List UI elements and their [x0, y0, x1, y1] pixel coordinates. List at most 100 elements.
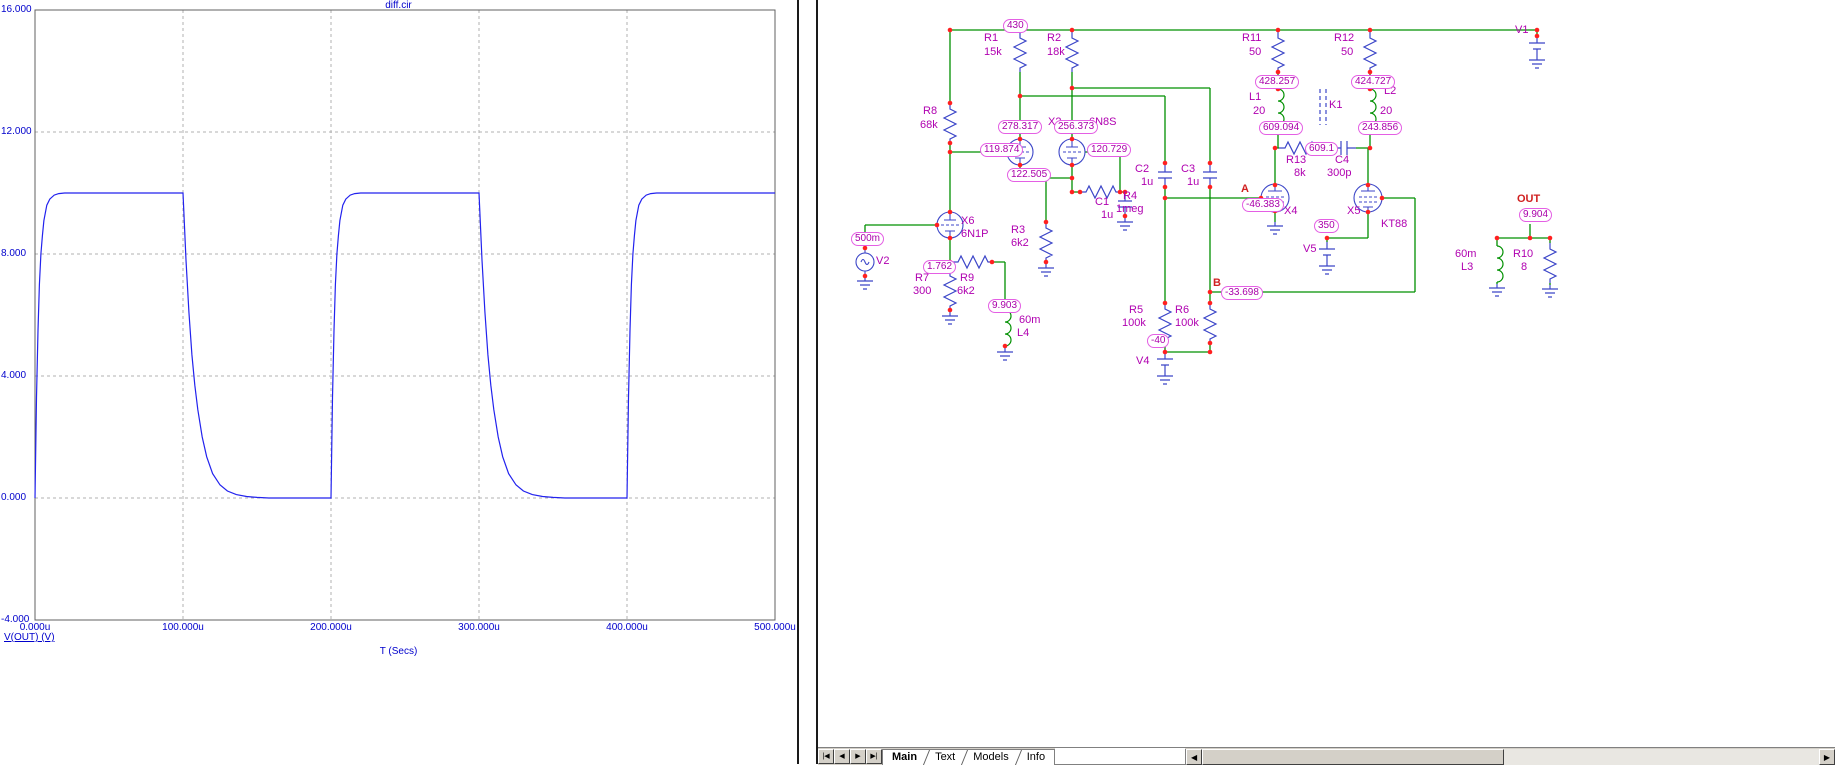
- junction-dot: [1367, 27, 1373, 33]
- ground-symbol[interactable]: [1541, 284, 1559, 298]
- resistor-symbol[interactable]: [1065, 31, 1079, 73]
- x-tick-label: 300.000u: [458, 622, 500, 633]
- ground-symbol[interactable]: [941, 311, 959, 325]
- junction-dot: [1077, 189, 1083, 195]
- resistor-symbol[interactable]: [1039, 221, 1053, 263]
- resistor-symbol[interactable]: [1363, 31, 1377, 73]
- power-tube-symbol[interactable]: [1260, 183, 1290, 213]
- chart-title: diff.cir: [385, 0, 412, 11]
- junction-dot: [1004, 149, 1010, 155]
- junction-dot: [1162, 340, 1168, 346]
- junction-dot: [1162, 300, 1168, 306]
- junction-dot: [1367, 145, 1373, 151]
- junction-dot: [1534, 27, 1540, 33]
- junction-dot: [947, 140, 953, 146]
- junction-dot: [1017, 27, 1023, 33]
- junction-dot: [1316, 145, 1322, 151]
- page-nav-button-3[interactable]: ▶|: [866, 749, 882, 764]
- resistor-symbol[interactable]: [951, 255, 993, 269]
- capacitor-symbol[interactable]: [1157, 162, 1173, 188]
- triode-tube-symbol[interactable]: [1058, 138, 1086, 166]
- junction-dot: [947, 100, 953, 106]
- page-nav-buttons: |◀◀▶▶|: [818, 748, 882, 765]
- junction-dot: [1002, 343, 1008, 349]
- triode-tube-symbol[interactable]: [936, 211, 964, 239]
- transformer-core[interactable]: [1319, 88, 1327, 126]
- inductor-symbol[interactable]: [1369, 88, 1377, 126]
- ground-symbol[interactable]: [1488, 283, 1506, 297]
- ground-symbol[interactable]: [996, 347, 1014, 361]
- scrollbar-track[interactable]: [1504, 749, 1819, 765]
- inductor-symbol[interactable]: [1496, 245, 1504, 283]
- ac-source-symbol[interactable]: [855, 247, 875, 277]
- junction-dot: [1367, 86, 1373, 92]
- capacitor-symbol[interactable]: [1331, 140, 1357, 156]
- triode-tube-symbol[interactable]: [1006, 138, 1034, 166]
- scrollbar-thumb[interactable]: [1202, 749, 1505, 765]
- resistor-symbol[interactable]: [943, 102, 957, 144]
- junction-dot: [1494, 235, 1500, 241]
- power-tube-symbol[interactable]: [1353, 183, 1383, 213]
- tab-models[interactable]: Models: [964, 750, 1017, 765]
- inductor-symbol[interactable]: [1277, 88, 1285, 126]
- ground-symbol[interactable]: [1037, 263, 1055, 277]
- junction-dot: [862, 273, 868, 279]
- schematic-canvas[interactable]: [818, 0, 1835, 747]
- x-tick-label: 500.000u: [754, 622, 796, 633]
- tab-info[interactable]: Info: [1018, 750, 1054, 765]
- junction-dot: [1043, 175, 1049, 181]
- ground-symbol[interactable]: [1116, 217, 1134, 231]
- resistor-symbol[interactable]: [1158, 302, 1172, 344]
- page-nav-button-2[interactable]: ▶: [850, 749, 866, 764]
- battery-source-symbol[interactable]: [1318, 241, 1336, 263]
- junction-dot: [947, 149, 953, 155]
- ground-symbol[interactable]: [1318, 261, 1336, 275]
- ground-symbol[interactable]: [1528, 55, 1546, 69]
- ground-symbol[interactable]: [856, 276, 874, 290]
- junction-dot: [1043, 219, 1049, 225]
- junction-dot: [1207, 340, 1213, 346]
- resistor-symbol[interactable]: [1278, 141, 1320, 155]
- junction-dot: [1258, 195, 1264, 201]
- pane-splitter[interactable]: [797, 0, 818, 764]
- y-tick-label: -4.000: [1, 614, 30, 625]
- junction-dot: [1324, 235, 1330, 241]
- scroll-left-button[interactable]: ◀: [1186, 749, 1203, 765]
- junction-dot: [1017, 136, 1023, 142]
- capacitor-symbol[interactable]: [1117, 191, 1133, 217]
- junction-dot: [1272, 208, 1278, 214]
- resistor-symbol[interactable]: [1203, 302, 1217, 344]
- resistor-symbol[interactable]: [1013, 31, 1027, 73]
- page-nav-button-0[interactable]: |◀: [818, 749, 834, 764]
- resistor-symbol[interactable]: [1271, 31, 1285, 73]
- tab-main[interactable]: Main: [892, 751, 918, 763]
- y-tick-label: 4.000: [1, 370, 27, 381]
- junction-dot: [1547, 235, 1553, 241]
- trace-legend[interactable]: V(OUT) (V): [4, 632, 55, 643]
- resistor-symbol[interactable]: [943, 269, 957, 311]
- junction-dot: [1207, 300, 1213, 306]
- scroll-right-button[interactable]: ▶: [1819, 749, 1835, 765]
- page-nav-button-1[interactable]: ◀: [834, 749, 850, 764]
- component-symbols[interactable]: [855, 31, 1559, 385]
- junction-dot: [1069, 85, 1075, 91]
- junction-dot: [1069, 136, 1075, 142]
- ground-symbol[interactable]: [1266, 221, 1284, 235]
- y-tick-label: 12.000: [1, 126, 32, 137]
- junction-dot: [1117, 189, 1123, 195]
- horizontal-scrollbar[interactable]: ◀ ▶: [1185, 749, 1835, 765]
- resistor-symbol[interactable]: [1079, 185, 1121, 199]
- inductor-symbol[interactable]: [1004, 309, 1012, 347]
- wire-network[interactable]: [864, 29, 1551, 353]
- ground-symbol[interactable]: [1156, 371, 1174, 385]
- junction-dot: [947, 27, 953, 33]
- capacitor-symbol[interactable]: [1202, 162, 1218, 188]
- junction-dot: [1069, 175, 1075, 181]
- resistor-symbol[interactable]: [1543, 242, 1557, 284]
- battery-source-symbol[interactable]: [1528, 35, 1546, 57]
- tab-text[interactable]: Text: [926, 750, 964, 765]
- junction-dot: [1379, 195, 1385, 201]
- battery-source-symbol[interactable]: [1156, 351, 1174, 373]
- y-tick-label: 16.000: [1, 4, 32, 15]
